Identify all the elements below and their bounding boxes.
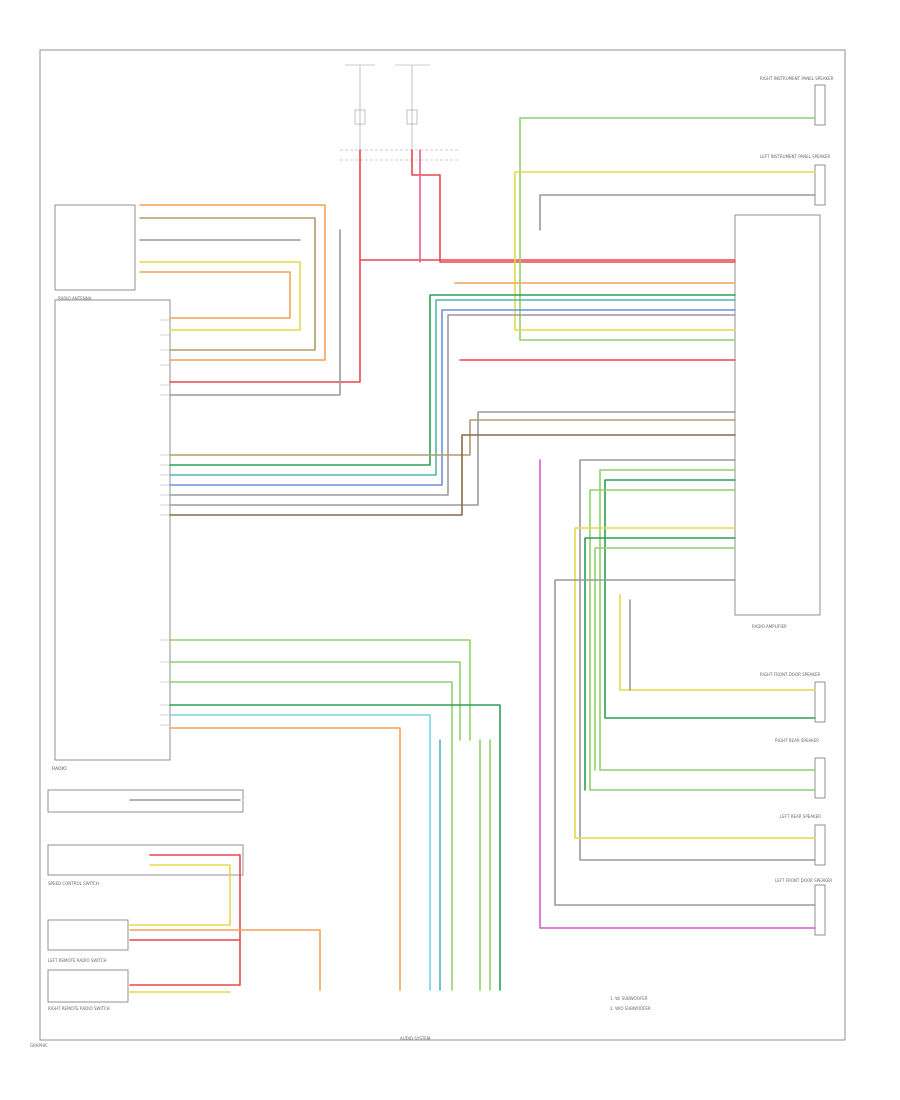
wire-cyan-37 bbox=[169, 714, 431, 991]
svg-text:LEFT INSTRUMENT PANEL SPEAKER: LEFT INSTRUMENT PANEL SPEAKER bbox=[760, 154, 831, 159]
wire-gray-16 bbox=[169, 314, 736, 496]
svg-text:LEFT REAR SPEAKER: LEFT REAR SPEAKER bbox=[780, 814, 821, 819]
wire-red-11 bbox=[169, 259, 361, 383]
wire-brown-21 bbox=[169, 434, 736, 516]
radio-antenna-label: RADIO ANTENNA bbox=[58, 296, 92, 301]
wire-tan-7 bbox=[139, 217, 316, 351]
wire-teal-14 bbox=[169, 299, 736, 476]
wire-yellow-44 bbox=[129, 864, 231, 926]
left-front-door-speaker: LEFT FRONT DOOR SPEAKER bbox=[775, 878, 832, 936]
wire-gray-29 bbox=[554, 579, 816, 906]
wire-yellow-31 bbox=[619, 594, 816, 691]
right-rear-speaker: RIGHT REAR SPEAKER bbox=[775, 738, 826, 799]
wire-gray-5 bbox=[539, 194, 816, 231]
wire-gray-19 bbox=[169, 411, 736, 506]
radio-box bbox=[54, 299, 171, 761]
svg-text:LEFT FRONT DOOR SPEAKER: LEFT FRONT DOOR SPEAKER bbox=[775, 878, 832, 883]
wire-green-24 bbox=[589, 489, 816, 791]
right-ip-speaker: RIGHT INSTRUMENT PANEL SPEAKER bbox=[760, 76, 834, 126]
speed-control-box-b bbox=[47, 844, 244, 876]
note-2: 2. W/O SUBWOOFER bbox=[610, 1006, 651, 1011]
svg-text:RIGHT FRONT DOOR SPEAKER: RIGHT FRONT DOOR SPEAKER bbox=[760, 672, 821, 677]
wire-yellow-4 bbox=[514, 171, 816, 331]
left-ip-speaker: LEFT INSTRUMENT PANEL SPEAKER bbox=[760, 154, 831, 206]
speed-control-box-a bbox=[47, 789, 244, 813]
wire-green-35 bbox=[169, 681, 453, 991]
note-1: 1. W/ SUBWOOFER bbox=[610, 996, 648, 1001]
diagram-border bbox=[39, 49, 846, 1041]
left-remote-radio-switch-label: LEFT REMOTE RADIO SWITCH bbox=[48, 958, 107, 963]
wire-dark_green-27 bbox=[584, 537, 736, 791]
wire-dark_green-36 bbox=[169, 704, 501, 991]
right-remote-radio-switch-box bbox=[47, 969, 129, 1003]
wire-red-1 bbox=[411, 149, 736, 263]
wire-red-0 bbox=[359, 149, 736, 261]
radio-amplifier-box bbox=[734, 214, 821, 616]
wire-tan-20 bbox=[169, 419, 736, 456]
wire-orange-45 bbox=[129, 929, 321, 991]
wire-yellow-26 bbox=[574, 527, 816, 839]
wire-gray-12 bbox=[169, 229, 341, 396]
wire-green-34 bbox=[169, 661, 461, 741]
wire-dark_green-23 bbox=[604, 479, 816, 719]
wire-orange-10 bbox=[139, 271, 291, 319]
radio-amplifier-label: RADIO AMPLIFIER bbox=[752, 624, 787, 629]
wires-group bbox=[129, 117, 816, 993]
left-remote-radio-switch-box bbox=[47, 919, 129, 951]
fuse-block bbox=[340, 64, 460, 161]
radio-antenna-box bbox=[54, 204, 136, 291]
wire-orange-6 bbox=[139, 204, 326, 361]
svg-text:RIGHT REAR SPEAKER: RIGHT REAR SPEAKER bbox=[775, 738, 819, 743]
right-front-door-speaker: RIGHT FRONT DOOR SPEAKER bbox=[760, 672, 826, 723]
wire-dark_green-13 bbox=[169, 294, 736, 466]
footer-center: AUDIO SYSTEM bbox=[400, 1036, 431, 1041]
wire-orange-38 bbox=[169, 727, 401, 991]
wire-green-3 bbox=[519, 117, 816, 341]
radio-pin-ticks bbox=[160, 319, 170, 726]
wire-green-22 bbox=[599, 469, 816, 771]
wire-green-33 bbox=[169, 639, 471, 741]
wire-yellow-9 bbox=[139, 261, 301, 331]
right-remote-radio-switch-label: RIGHT REMOTE RADIO SWITCH bbox=[48, 1006, 110, 1011]
radio-label: RADIO bbox=[52, 766, 67, 772]
wire-red-43 bbox=[129, 854, 241, 986]
wire-magenta-30 bbox=[539, 459, 816, 929]
wire-green-28 bbox=[594, 547, 736, 771]
footer-left: GRAPHIC bbox=[30, 1043, 48, 1048]
left-rear-speaker: LEFT REAR SPEAKER bbox=[780, 814, 826, 866]
speed-control-switch-label: SPEED CONTROL SWITCH bbox=[48, 881, 99, 886]
svg-text:RIGHT INSTRUMENT PANEL SPEAKER: RIGHT INSTRUMENT PANEL SPEAKER bbox=[760, 76, 834, 81]
wire-gray-25 bbox=[579, 459, 816, 861]
wire-blue-15 bbox=[169, 309, 736, 486]
